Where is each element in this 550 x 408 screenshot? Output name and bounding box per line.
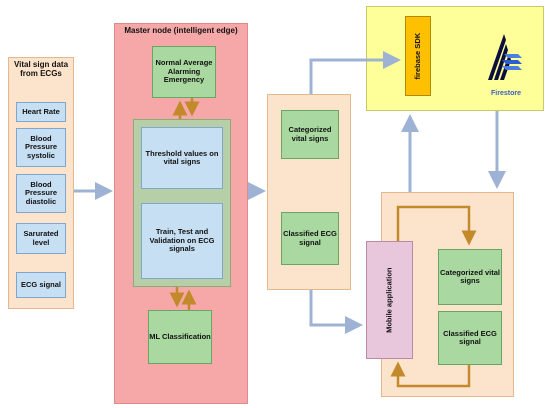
ecg-signal-input-box: ECG signal [16,272,66,298]
vital-sign-title: Vital sign data from ECGs [13,60,69,78]
arrow-output-to-mobile [309,290,363,334]
firestore-logo-icon [482,28,526,84]
arrow-output-to-cloud [309,51,401,94]
heart-rate-box: Heart Rate [16,102,66,122]
saturated-level-box: Sarurated level [16,223,66,254]
mobile-categorized-vital-signs-box: Categorized vital signs [438,249,502,305]
loop-mobile-bottom [390,361,471,388]
mobile-application-box: Mobile application [366,241,413,359]
alarm-levels-box: Normal Average Alarming Emergency [152,46,216,98]
bp-systolic-box: Blood Pressure systolic [16,128,66,167]
train-test-validation-box: Train, Test and Validation on ECG signal… [141,203,223,279]
master-node-title: Master node (intelligent edge) [124,26,238,35]
classified-ecg-signal-box: Classified ECG signal [281,212,339,265]
firebase-sdk-box: firebase SDK [405,16,431,96]
threshold-values-box: Threshold values on vital signs [141,127,223,189]
firestore-label: Firestore [491,90,521,97]
mobile-classified-ecg-signal-box: Classified ECG signal [438,311,502,365]
categorized-vital-signs-box: Categorized vital signs [281,110,339,159]
ml-classification-box: ML Classification [148,310,212,364]
bp-diastolic-box: Blood Pressure diastolic [16,174,66,213]
loop-mobile-top [396,205,477,246]
